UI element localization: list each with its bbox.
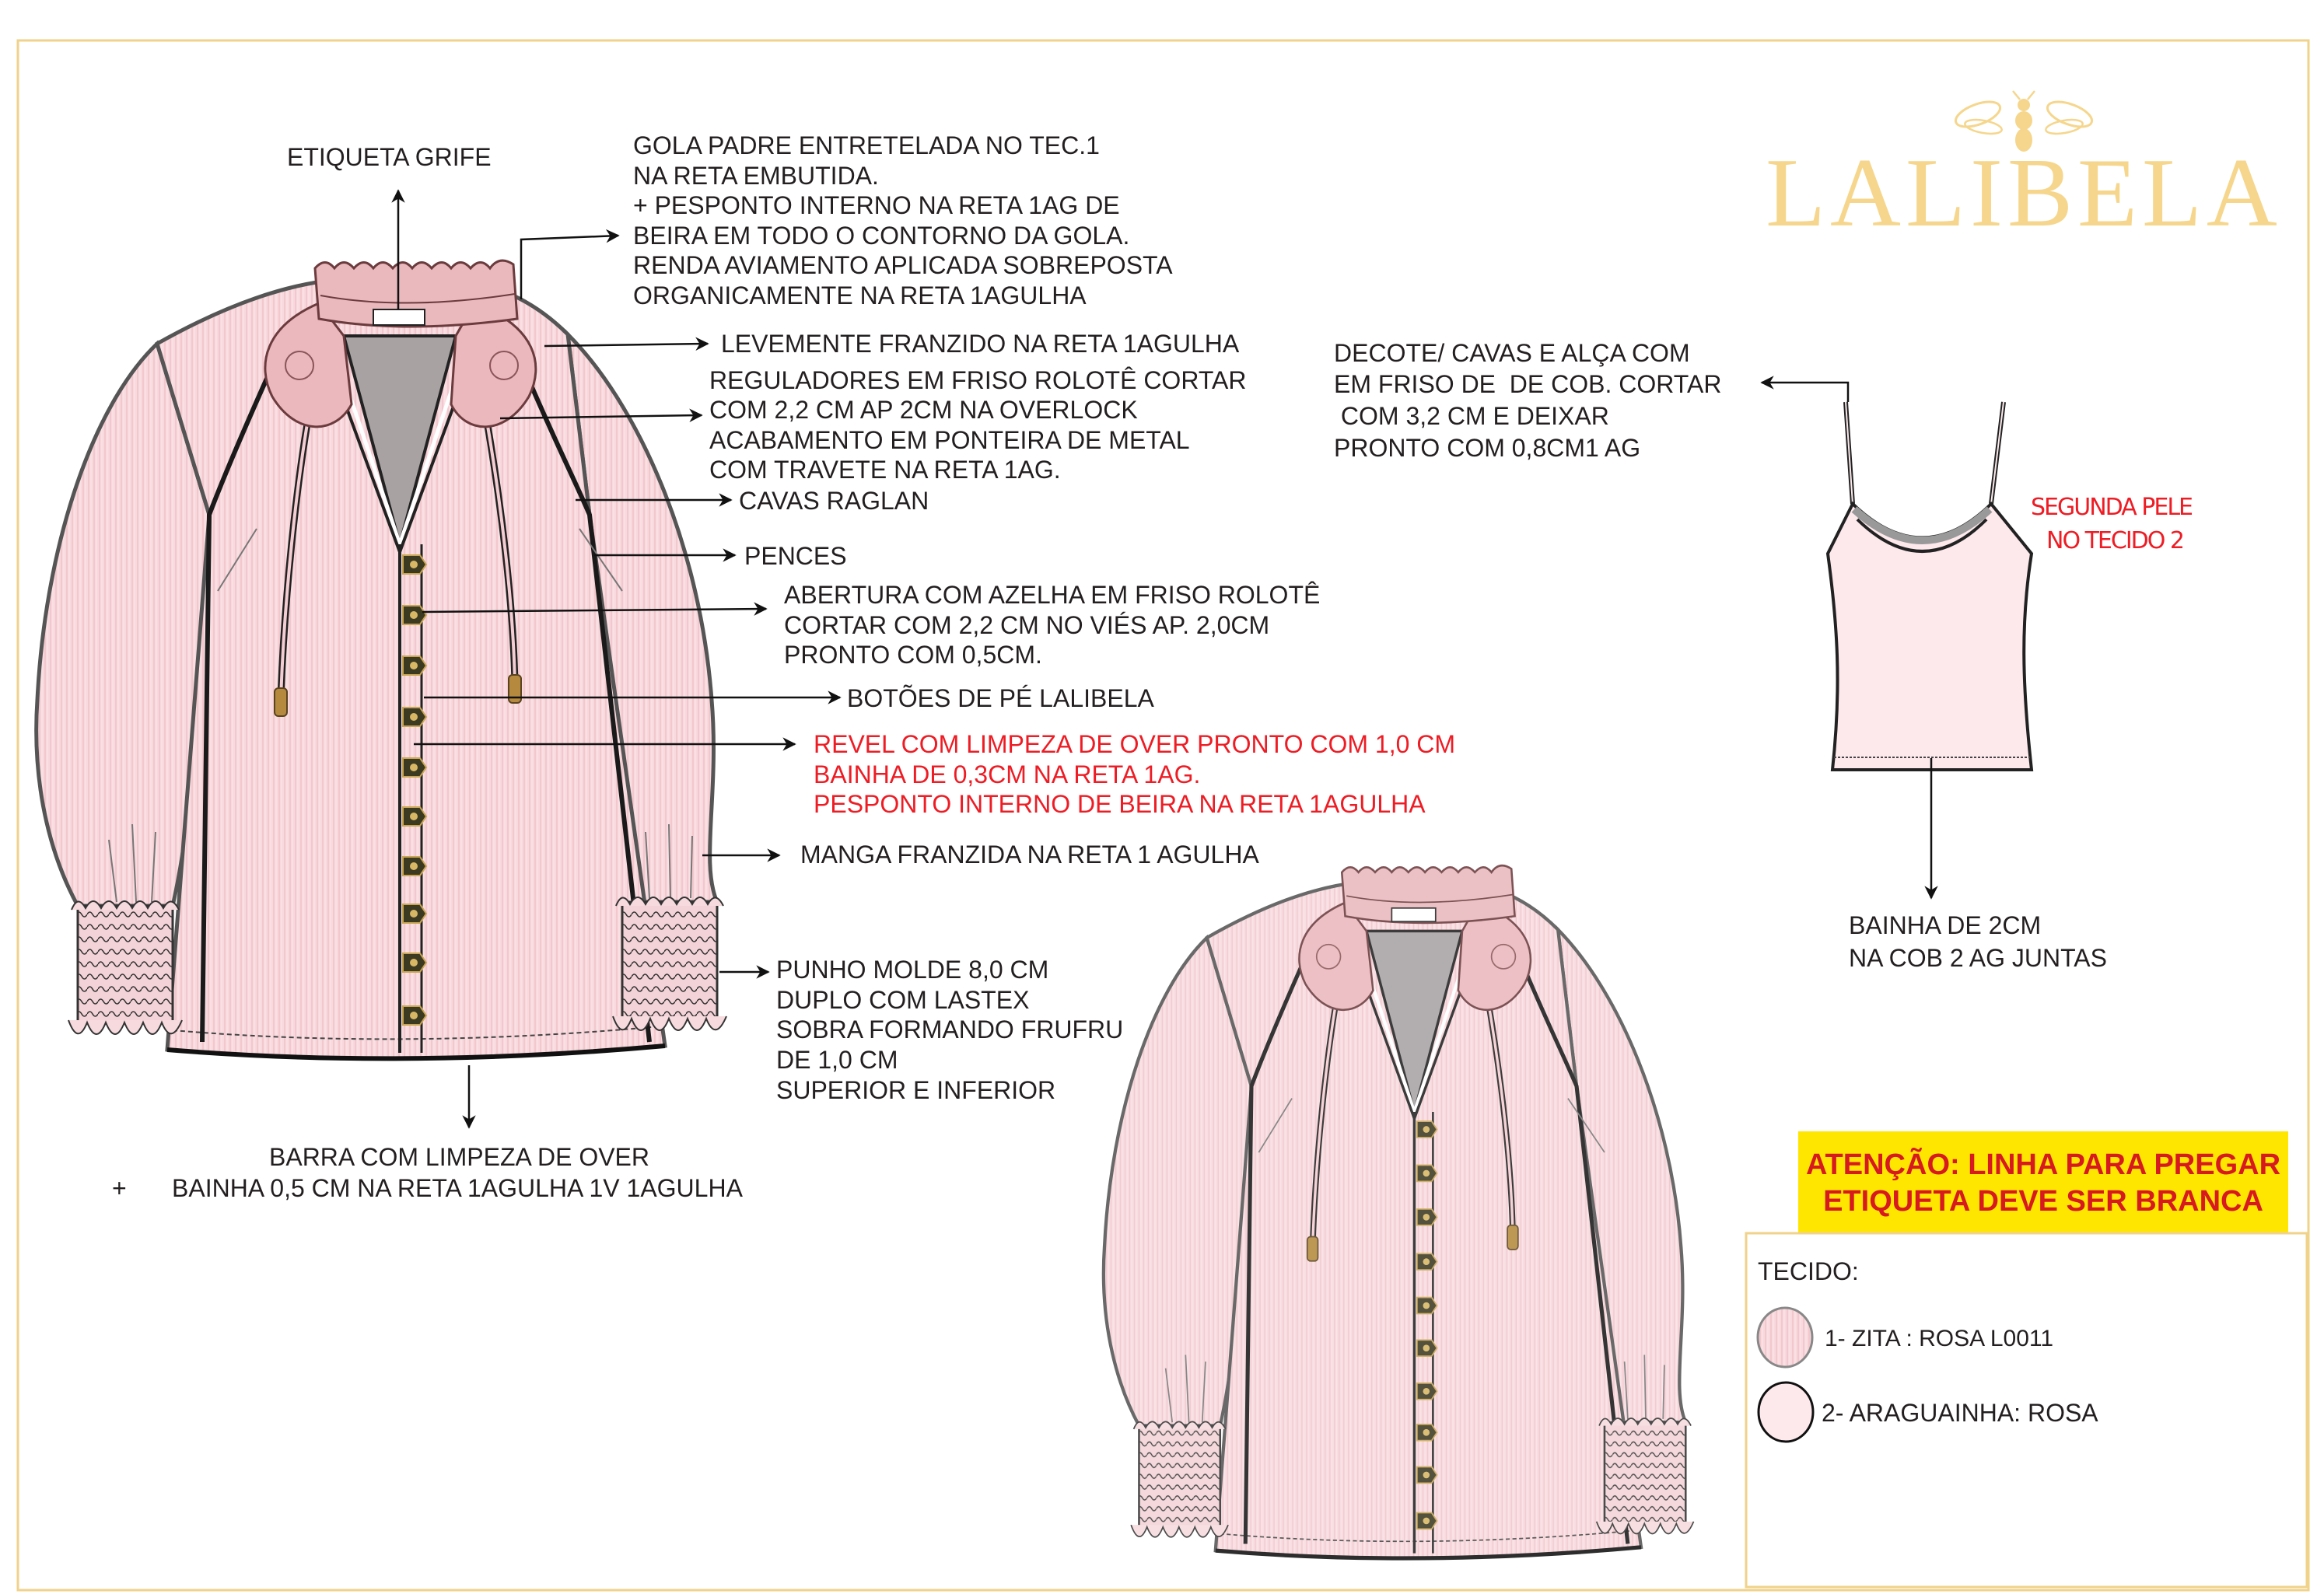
label-abertura: ABERTURA COM AZELHA EM FRISO ROLOTÊ CORT… xyxy=(784,581,1320,669)
svg-text:DUPLO COM LASTEX: DUPLO COM LASTEX xyxy=(776,986,1029,1014)
svg-text:PRONTO COM 0,5CM.: PRONTO COM 0,5CM. xyxy=(784,641,1042,669)
label-gola: GOLA PADRE ENTRETELADA NO TEC.1 NA RETA … xyxy=(633,131,1173,309)
svg-text:REGULADORES EM FRISO ROLOTÊ CO: REGULADORES EM FRISO ROLOTÊ CORTAR xyxy=(709,366,1246,394)
fabric-swatch-1 xyxy=(1756,1306,1814,1369)
svg-text:BAINHA DE 2CM: BAINHA DE 2CM xyxy=(1849,911,2041,939)
svg-text:RENDA AVIAMENTO APLICADA SOBRE: RENDA AVIAMENTO APLICADA SOBREPOSTA xyxy=(633,251,1173,279)
svg-text:SOBRA FORMANDO FRUFRU: SOBRA FORMANDO FRUFRU xyxy=(776,1015,1123,1043)
brand-wordmark: LALIBELA xyxy=(1766,139,2282,247)
bee-icon xyxy=(1954,90,2094,152)
svg-text:PUNHO MOLDE 8,0 CM: PUNHO MOLDE 8,0 CM xyxy=(776,956,1048,984)
brand-logo: LALIBELA xyxy=(1766,90,2282,247)
svg-text:SEGUNDA PELE: SEGUNDA PELE xyxy=(2031,494,2193,521)
label-revel: REVEL COM LIMPEZA DE OVER PRONTO COM 1,0… xyxy=(814,730,1455,818)
label-segunda-pele: SEGUNDA PELE NO TECIDO 2 xyxy=(2031,494,2194,554)
label-punho: PUNHO MOLDE 8,0 CM DUPLO COM LASTEX SOBR… xyxy=(776,956,1123,1104)
label-botoes: BOTÕES DE PÉ LALIBELA xyxy=(847,684,1154,712)
svg-text:DE 1,0 CM: DE 1,0 CM xyxy=(776,1046,898,1074)
label-barra: BARRA COM LIMPEZA DE OVER + BAINHA 0,5 C… xyxy=(112,1143,744,1202)
fabric-legend: TECIDO: 1- ZITA : ROSA L0011 2- ARAGUAIN… xyxy=(1745,1232,2308,1589)
svg-text:EM FRISO DE DE COB. CORTAR: EM FRISO DE DE COB. CORTAR xyxy=(1334,370,1721,398)
label-levemente-franzido: LEVEMENTE FRANZIDO NA RETA 1AGULHA xyxy=(721,330,1240,358)
fabric-label-2: 2- ARAGUAINHA: ROSA xyxy=(1822,1399,2098,1427)
svg-text:ABERTURA COM AZELHA EM FRISO R: ABERTURA COM AZELHA EM FRISO ROLOTÊ xyxy=(784,581,1320,609)
tank-top-sketch xyxy=(1825,401,2034,771)
label-reguladores: REGULADORES EM FRISO ROLOTÊ CORTAR COM 2… xyxy=(709,366,1246,484)
fabric-legend-title: TECIDO: xyxy=(1758,1257,1859,1285)
label-decote: DECOTE/ CAVAS E ALÇA COM EM FRISO DE DE … xyxy=(1334,339,1721,462)
svg-text:ACABAMENTO EM PONTEIRA DE META: ACABAMENTO EM PONTEIRA DE METAL xyxy=(709,426,1190,454)
sheet-frame xyxy=(16,39,2310,1592)
svg-text:ORGANICAMENTE NA RETA 1AGULHA: ORGANICAMENTE NA RETA 1AGULHA xyxy=(633,281,1087,309)
label-manga: MANGA FRANZIDA NA RETA 1 AGULHA xyxy=(800,841,1259,869)
fabric-label-1: 1- ZITA : ROSA L0011 xyxy=(1825,1326,2053,1351)
svg-text:GOLA PADRE ENTRETELADA NO TEC.: GOLA PADRE ENTRETELADA NO TEC.1 xyxy=(633,131,1100,159)
svg-text:+: + xyxy=(112,1174,127,1202)
svg-text:NA RETA EMBUTIDA.: NA RETA EMBUTIDA. xyxy=(633,162,879,190)
svg-text:PRONTO COM 0,8CM1 AG: PRONTO COM 0,8CM1 AG xyxy=(1334,434,1640,462)
label-etiqueta-grife: ETIQUETA GRIFE xyxy=(287,143,492,171)
label-pences: PENCES xyxy=(744,542,847,570)
svg-text:PESPONTO INTERNO DE BEIRA NA R: PESPONTO INTERNO DE BEIRA NA RETA 1AGULH… xyxy=(814,790,1426,818)
callout-arrows xyxy=(391,189,1938,1129)
svg-text:CORTAR COM 2,2 CM NO VIÉS AP.: CORTAR COM 2,2 CM NO VIÉS AP. 2,0CM xyxy=(784,611,1269,639)
svg-text:REVEL COM LIMPEZA DE OVER PRON: REVEL COM LIMPEZA DE OVER PRONTO COM 1,0… xyxy=(814,730,1455,758)
svg-text:+ PESPONTO INTERNO NA RETA 1AG: + PESPONTO INTERNO NA RETA 1AG DE xyxy=(633,191,1120,219)
svg-text:SUPERIOR E INFERIOR: SUPERIOR E INFERIOR xyxy=(776,1076,1055,1104)
svg-text:BEIRA EM TODO O CONTORNO DA GO: BEIRA EM TODO O CONTORNO DA GOLA. xyxy=(633,222,1129,250)
svg-text:COM 2,2 CM AP 2CM NA OVERLOCK: COM 2,2 CM AP 2CM NA OVERLOCK xyxy=(709,396,1138,424)
svg-text:COM 3,2 CM E DEIXAR: COM 3,2 CM E DEIXAR xyxy=(1334,402,1609,430)
blouse-front-sketch xyxy=(37,260,726,1058)
svg-text:NO TECIDO 2: NO TECIDO 2 xyxy=(2046,527,2183,554)
svg-text:BAINHA DE 0,3CM NA RETA 1AG.: BAINHA DE 0,3CM NA RETA 1AG. xyxy=(814,760,1200,788)
svg-text:BARRA COM LIMPEZA DE OVER: BARRA COM LIMPEZA DE OVER xyxy=(269,1143,649,1171)
svg-text:DECOTE/ CAVAS E ALÇA COM: DECOTE/ CAVAS E ALÇA COM xyxy=(1334,339,1690,367)
svg-text:ETIQUETA DEVE SER BRANCA: ETIQUETA DEVE SER BRANCA xyxy=(1823,1185,2263,1218)
svg-text:BAINHA 0,5 CM NA RETA 1AGULHA: BAINHA 0,5 CM NA RETA 1AGULHA 1V 1AGULHA xyxy=(172,1174,744,1202)
fabric-swatch-2 xyxy=(1757,1381,1815,1443)
svg-text:ATENÇÃO: LINHA PARA PREGAR: ATENÇÃO: LINHA PARA PREGAR xyxy=(1806,1147,2280,1181)
blouse-second-sketch xyxy=(1104,865,1694,1558)
label-cavas-raglan: CAVAS RAGLAN xyxy=(739,487,929,515)
svg-text:COM TRAVETE NA RETA 1AG.: COM TRAVETE NA RETA 1AG. xyxy=(709,456,1061,484)
warning-banner: ATENÇÃO: LINHA PARA PREGAR ETIQUETA DEVE… xyxy=(1798,1131,2288,1233)
svg-text:NA COB 2 AG JUNTAS: NA COB 2 AG JUNTAS xyxy=(1849,944,2107,972)
label-bainha-tank: BAINHA DE 2CM NA COB 2 AG JUNTAS xyxy=(1849,911,2107,972)
